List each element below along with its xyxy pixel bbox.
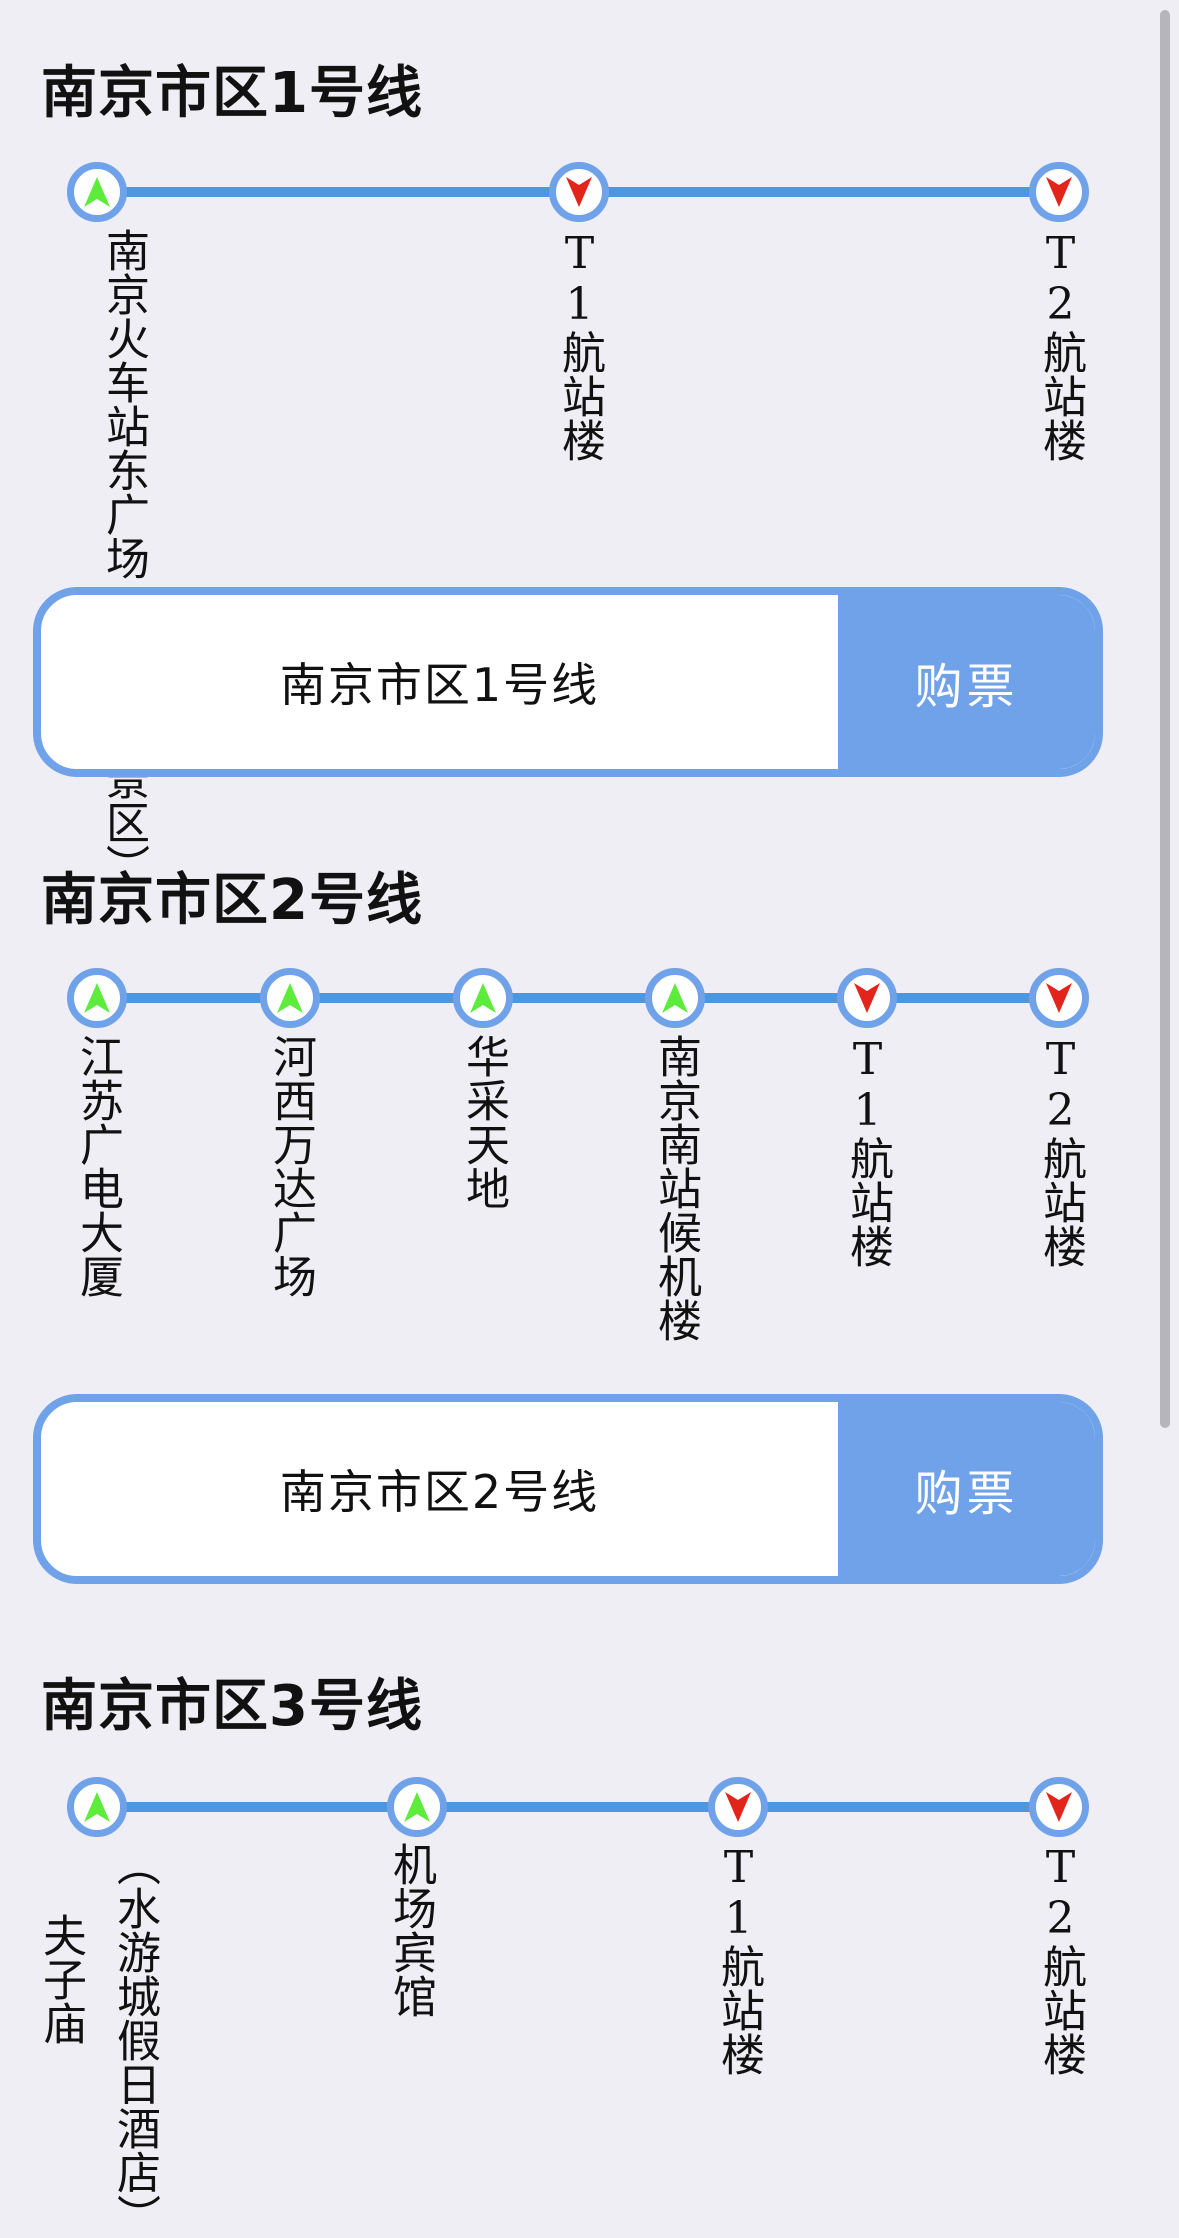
stop-name: 机场宾馆 [385,1842,436,2018]
route-line [97,1802,1060,1812]
stop-name-note: （水游城假日酒店） [109,1842,160,2238]
stop-marker-down[interactable] [1029,1777,1089,1837]
line-title: 南京市区3号线 [41,1674,423,1739]
stop-name: 江苏广电大厦 [72,1034,123,1298]
green-up-arrow-icon [470,983,496,1013]
stop-name: T1航站楼 [713,1842,764,2076]
stop-marker-up[interactable] [645,968,705,1028]
line-section-2: 南京市区2号线 江苏广电大厦 河西万达广场 华采天地 南京南站候机楼 T1航站楼… [0,807,1179,1607]
ticket-card: 南京市区2号线 购票 [33,1394,1103,1584]
green-up-arrow-icon [84,177,110,207]
stop-name: T1航站楼 [554,228,605,462]
green-up-arrow-icon [84,983,110,1013]
route-line [97,993,1060,1003]
line-section-1: 南京市区1号线 南京火车站东广场（玄武湖景区） T1航站楼 T2航站楼 南京市区… [0,0,1179,888]
line-title: 南京市区1号线 [41,61,423,126]
green-up-arrow-icon [84,1792,110,1822]
stop-marker-up[interactable] [387,1777,447,1837]
stop-marker-up[interactable] [67,1777,127,1837]
red-down-arrow-icon [566,177,592,207]
stop-marker-down[interactable] [549,162,609,222]
stop-name: 华采天地 [458,1034,509,1210]
stop-name: 南京南站候机楼 [650,1034,701,1342]
stop-marker-down[interactable] [1029,162,1089,222]
line-title: 南京市区2号线 [41,868,423,933]
red-down-arrow-icon [1046,1792,1072,1822]
buy-ticket-button[interactable]: 购票 [838,1402,1095,1576]
stop-marker-up[interactable] [260,968,320,1028]
stop-marker-up[interactable] [67,162,127,222]
ticket-card: 南京市区1号线 购票 [33,587,1103,777]
stop-name: T2航站楼 [1035,1034,1086,1268]
stop-marker-up[interactable] [67,968,127,1028]
green-up-arrow-icon [404,1792,430,1822]
stop-marker-down[interactable] [1029,968,1089,1028]
red-down-arrow-icon [1046,983,1072,1013]
scrollbar[interactable] [1160,10,1170,1428]
stop-marker-down[interactable] [837,968,897,1028]
stop-name: 河西万达广场 [265,1034,316,1298]
stop-marker-down[interactable] [708,1777,768,1837]
stop-name: T1航站楼 [842,1034,893,1268]
stop-name: 南京火车站东广场（玄武湖景区） [47,228,149,888]
green-up-arrow-icon [662,983,688,1013]
green-up-arrow-icon [277,983,303,1013]
stop-marker-up[interactable] [453,968,513,1028]
stop-name-main: 南京火车站东广场 [98,228,149,580]
line-section-3: 南京市区3号线 夫子庙 （水游城假日酒店） 机场宾馆 T1航站楼 T2航站楼 [0,1613,1179,2238]
buy-ticket-button[interactable]: 购票 [838,595,1095,769]
card-line-name: 南京市区2号线 [279,1465,600,1519]
red-down-arrow-icon [1046,177,1072,207]
stop-name: T2航站楼 [1035,1842,1086,2076]
stop-name: T2航站楼 [1035,228,1086,462]
stop-name-main: 夫子庙 [35,1913,86,2045]
card-line-name: 南京市区1号线 [279,658,600,712]
red-down-arrow-icon [725,1792,751,1822]
red-down-arrow-icon [854,983,880,1013]
